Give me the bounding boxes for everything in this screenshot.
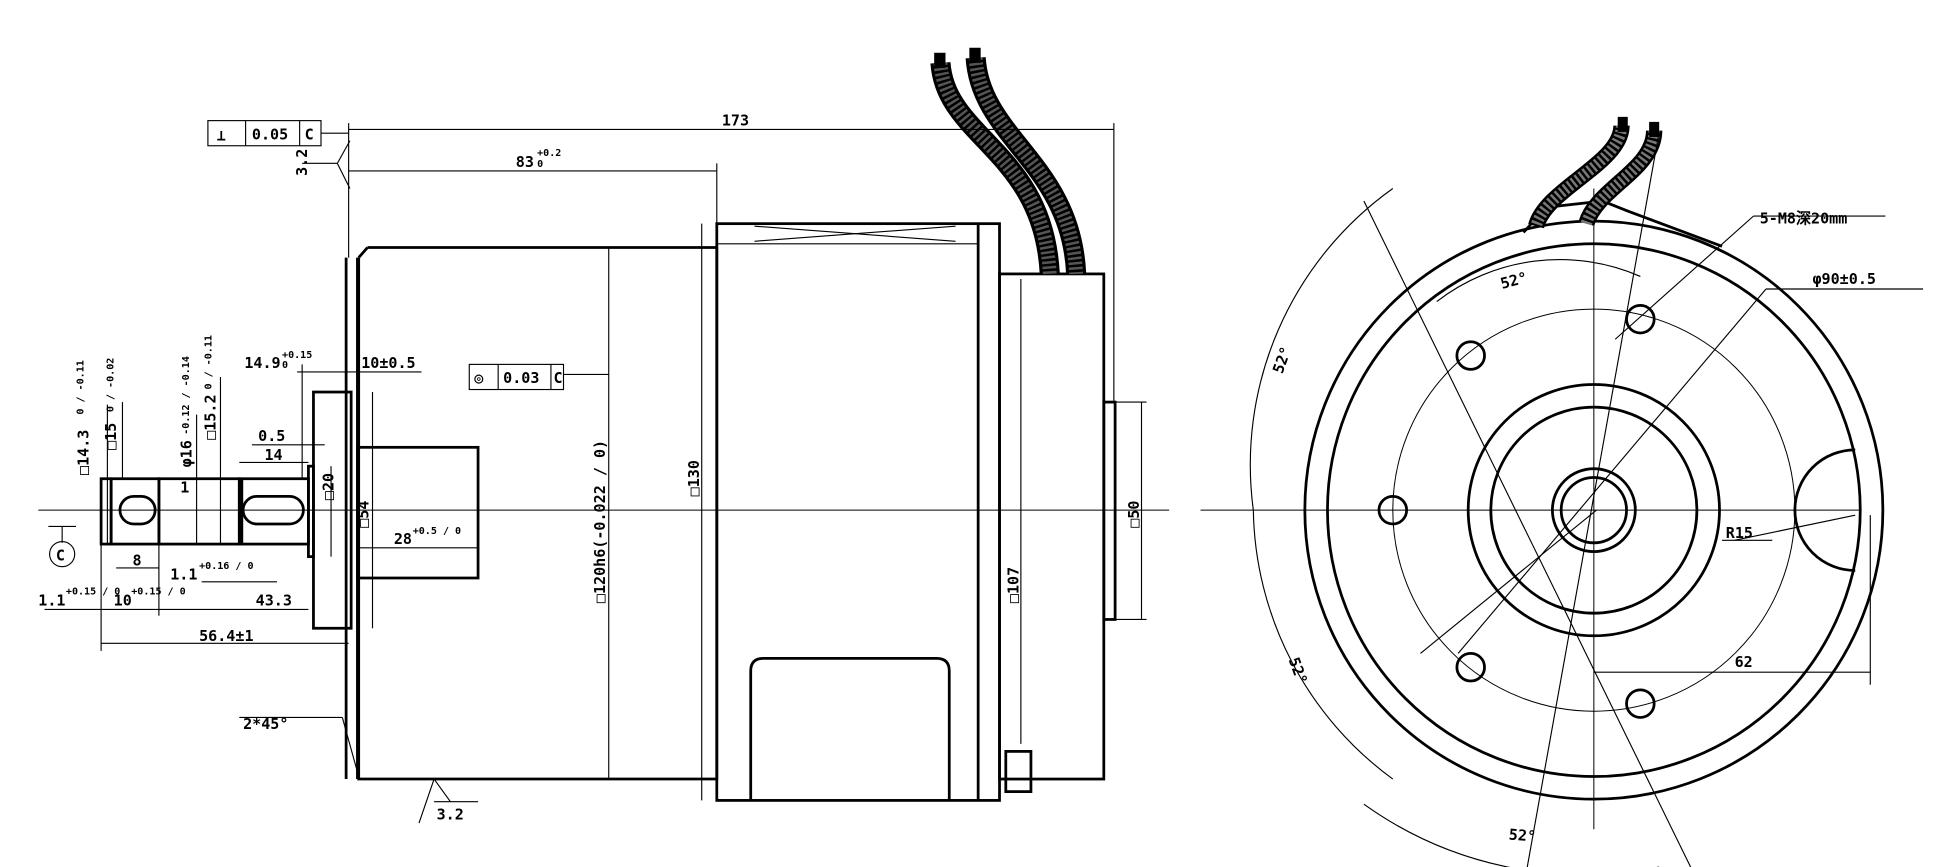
- dim-sq-15: □15: [102, 423, 120, 450]
- rear-connector: [1004, 750, 1033, 793]
- hole-icon: [1455, 340, 1486, 371]
- dim-28-tol: +0.5 / 0: [413, 526, 461, 537]
- dim-sq-14-3: □14.3: [75, 430, 93, 475]
- dim-14: 14: [264, 446, 282, 464]
- motor-body: [357, 246, 719, 781]
- dim-sq-107: □107: [1004, 567, 1022, 603]
- end-view-dimension-lines: [1249, 131, 1924, 867]
- dim-62: 62: [1735, 653, 1753, 671]
- hole-icon: [1625, 688, 1656, 719]
- hole-icon: [1377, 494, 1409, 526]
- end-view: 5-M8深20mm φ90±0.5 R15 62 52° 52° 52° 52°: [1200, 116, 1924, 867]
- concentricity-frame: ◎ 0.03 C: [468, 363, 565, 391]
- dim-1-1a: 1.1: [170, 565, 197, 583]
- datum-label: C: [56, 546, 65, 564]
- dim-8: 8: [133, 551, 142, 569]
- dim-0-5: 0.5: [258, 427, 285, 445]
- stator-housing: [715, 222, 1001, 802]
- dim-1-1b: 1.1: [38, 592, 65, 610]
- datum-circle: [49, 540, 76, 568]
- dim-sq-15-tol: 0 / -0.02: [106, 358, 117, 412]
- dim-phi-90: φ90±0.5: [1812, 270, 1875, 288]
- mounting-holes: [1377, 303, 1656, 719]
- dim-sq-15-2: □15.2: [201, 394, 219, 439]
- dim-14-9-upper: +0.15: [282, 350, 312, 361]
- shaft: [99, 464, 315, 559]
- dim-sq-20: □20: [320, 473, 338, 500]
- dimension-lines: [44, 123, 1147, 824]
- dim-1-1b-tol: +0.15 / 0: [66, 586, 120, 597]
- dim-83: 83: [516, 153, 534, 171]
- dimension-texts: 173 83 +0.2 0 14.9 +0.15 0 10±0.5 □14.3 …: [38, 112, 1143, 645]
- terminal-window: [749, 657, 951, 801]
- concentricity-icon: ◎: [474, 369, 484, 387]
- hole-icon: [1625, 303, 1656, 335]
- rear-boss: [1102, 400, 1117, 621]
- dim-14-9: 14.9: [244, 354, 280, 372]
- dim-sq-54: □54: [355, 501, 373, 528]
- end-view-texts: 5-M8深20mm φ90±0.5 R15 62 52° 52° 52° 52°: [1269, 210, 1876, 846]
- roughness-top: 3.2: [293, 149, 311, 176]
- dim-10b: 10: [114, 592, 132, 610]
- pilot-boss: [356, 445, 480, 580]
- dim-sq-14-3-tol: 0 / -0.11: [76, 360, 87, 414]
- perpendicularity-frame: ⊥ 0.05 C: [207, 120, 349, 147]
- hole-icon: [1455, 652, 1486, 683]
- dim-1-1a-tol: +0.16 / 0: [199, 561, 253, 572]
- dim-angle-2: 52°: [1269, 344, 1295, 376]
- cable-icon: [930, 47, 1087, 275]
- dim-83-lower: 0: [537, 159, 543, 170]
- dim-83-upper: +0.2: [537, 148, 561, 159]
- dim-phi-16: φ16: [178, 440, 196, 467]
- dim-angle-3: 52°: [1285, 655, 1311, 687]
- dim-173: 173: [722, 112, 749, 130]
- dim-1: 1: [180, 479, 189, 497]
- concentricity-value: 0.03: [503, 369, 539, 387]
- dim-sq-120: □120h6(-0.022 / 0): [591, 440, 609, 603]
- keyway-front: [118, 494, 157, 526]
- chamfer-label: 2*45°: [243, 715, 288, 733]
- tolerance-value: 0.05: [252, 125, 288, 143]
- dim-10: 10±0.5: [361, 354, 415, 372]
- cable-icon: [1528, 116, 1663, 230]
- concentricity-datum: C: [553, 369, 562, 387]
- dim-phi-16-tol: -0.12 / -0.14: [181, 356, 192, 435]
- dim-angle-1: 52°: [1499, 268, 1530, 292]
- tolerance-datum: C: [305, 125, 314, 143]
- keyway-rear: [241, 494, 305, 526]
- dim-43-3: 43.3: [256, 592, 292, 610]
- dim-holes: 5-M8深20mm: [1760, 210, 1848, 228]
- dim-sq-50: □50: [1125, 501, 1143, 528]
- dim-14-9-lower: 0: [282, 360, 288, 371]
- dim-56-4: 56.4±1: [199, 627, 253, 645]
- dim-sq-130: □130: [685, 460, 703, 496]
- flange: [312, 390, 353, 630]
- roughness-bottom: 3.2: [437, 805, 464, 823]
- side-view: ⊥ 0.05 C ◎ 0.03 C C 3.2 3.2 2*45° 173 83…: [38, 47, 1170, 824]
- dim-angle-4: 52°: [1508, 825, 1537, 845]
- dim-r15: R15: [1726, 524, 1753, 542]
- dim-10b-tol: +0.15 / 0: [131, 586, 185, 597]
- perpendicular-icon: ⊥: [217, 127, 226, 145]
- rear-cover: [998, 272, 1106, 781]
- dim-28: 28: [394, 530, 412, 548]
- r15-notch: [1793, 448, 1856, 572]
- dim-sq-15-2-tol: 0 / -0.11: [204, 335, 215, 389]
